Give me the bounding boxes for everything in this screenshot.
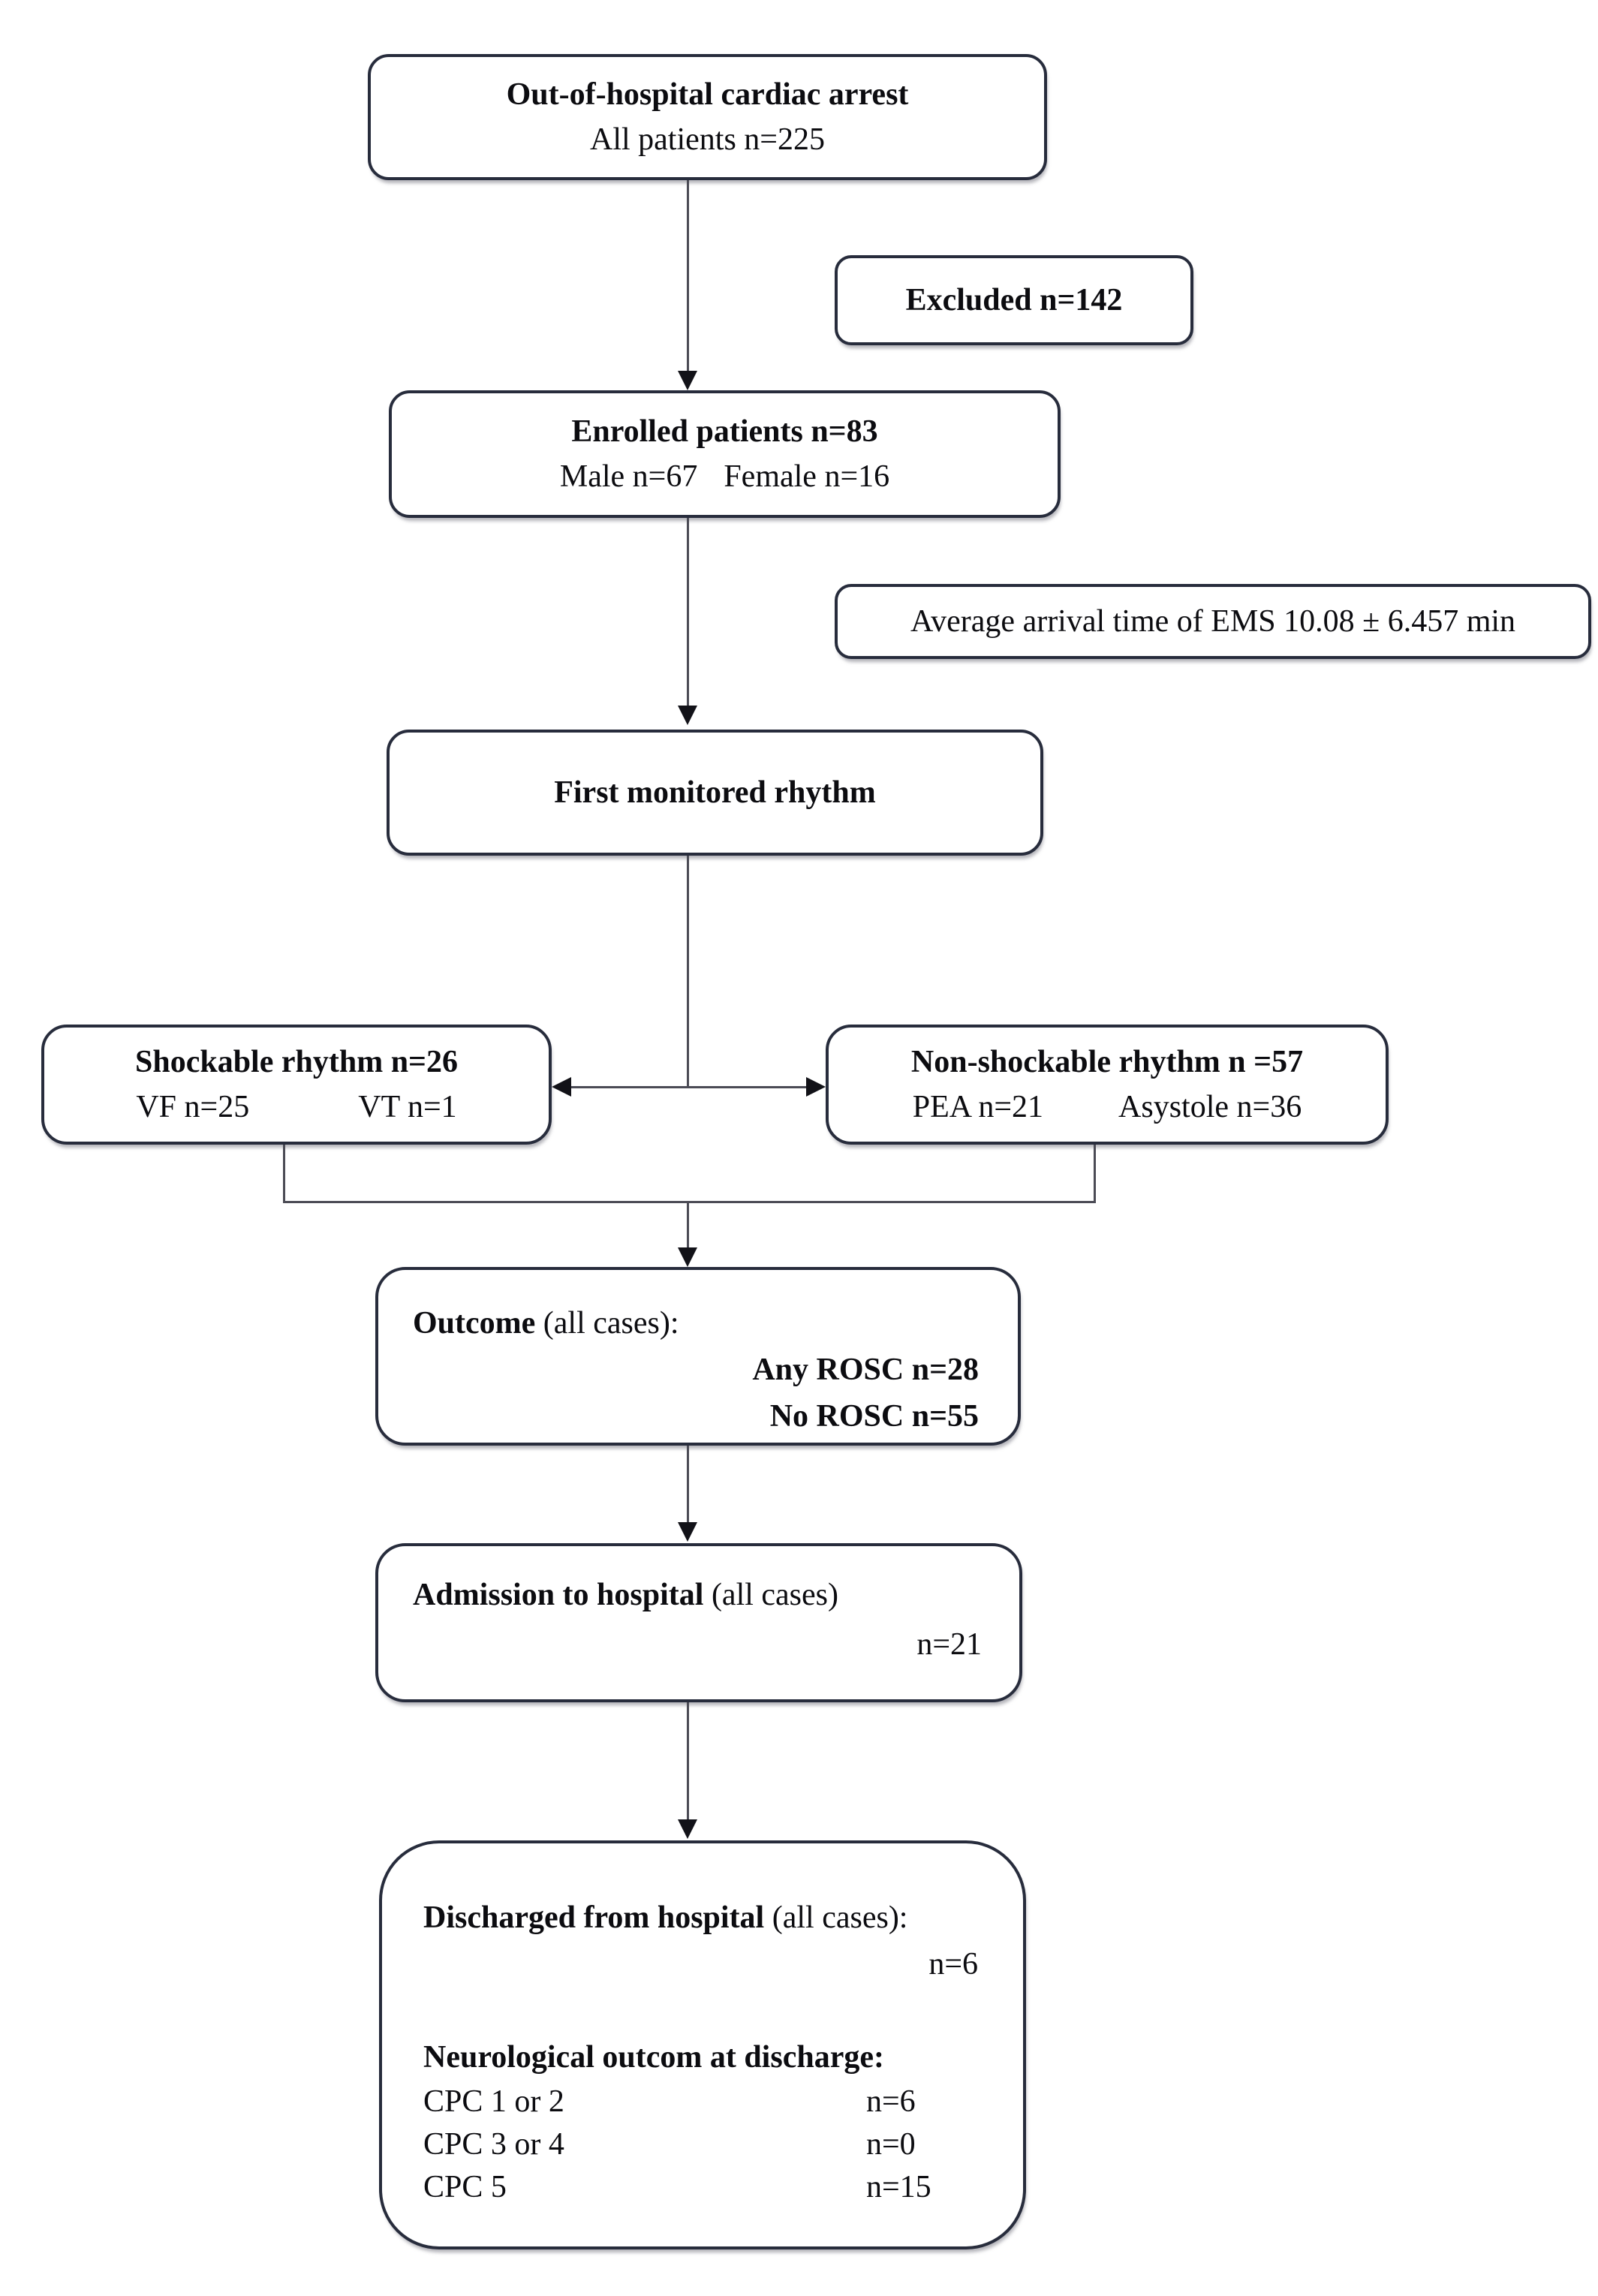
- outcome-title-bold: Outcome: [413, 1306, 536, 1341]
- connector-rhythm-split: [687, 856, 689, 1086]
- box-enrolled: Enrolled patients n=83 Male n=67 Female …: [389, 390, 1061, 518]
- enrolled-sex-breakdown: Male n=67 Female n=16: [560, 454, 889, 499]
- discharged-title: Discharged from hospital (all cases):: [423, 1894, 978, 1941]
- connector-admission-discharged: [687, 1702, 689, 1819]
- cpc-row-value: n=15: [866, 2170, 931, 2204]
- box-ohca: Out-of-hospital cardiac arrest All patie…: [368, 54, 1047, 180]
- ems-note-label: Average arrival time of EMS 10.08 ± 6.45…: [910, 604, 1516, 639]
- enrolled-title: Enrolled patients n=83: [571, 414, 878, 449]
- cpc-row-label: CPC 3 or 4: [423, 2127, 564, 2162]
- cpc-row-value: n=6: [866, 2084, 916, 2119]
- bracket-center-drop: [687, 1201, 689, 1247]
- cpc-row-label: CPC 1 or 2: [423, 2084, 564, 2119]
- cpc-row-label: CPC 5: [423, 2170, 507, 2204]
- cpc-row: CPC 5 n=15: [423, 2166, 978, 2209]
- outcome-any-rosc: Any ROSC n=28: [752, 1353, 979, 1387]
- ohca-subtitle: All patients n=225: [590, 122, 825, 157]
- outcome-title-rest: (all cases):: [535, 1306, 679, 1341]
- non-shockable-asystole: Asystole n=36: [1118, 1090, 1302, 1124]
- shockable-title: Shockable rhythm n=26: [134, 1045, 458, 1079]
- arrowhead-right-non-shockable-icon: [806, 1077, 826, 1097]
- arrowhead-down-outcome-icon: [678, 1247, 697, 1267]
- cpc-row-value: n=0: [866, 2127, 916, 2162]
- neuro-title: Neurological outcom at discharge:: [423, 2040, 884, 2075]
- arrowhead-down-admission-icon: [678, 1522, 697, 1542]
- non-shockable-title: Non-shockable rhythm n =57: [910, 1045, 1304, 1079]
- enrolled-female: Female n=16: [724, 459, 890, 494]
- box-excluded: Excluded n=142: [835, 255, 1193, 345]
- outcome-no-rosc: No ROSC n=55: [769, 1399, 979, 1434]
- box-ems-note: Average arrival time of EMS 10.08 ± 6.45…: [835, 584, 1591, 659]
- arrowhead-left-shockable-icon: [552, 1077, 571, 1097]
- box-admission: Admission to hospital (all cases) n=21: [375, 1543, 1022, 1702]
- bracket-left-drop: [283, 1145, 285, 1202]
- box-first-rhythm: First monitored rhythm: [387, 730, 1043, 856]
- discharged-title-bold: Discharged from hospital: [423, 1900, 765, 1935]
- connector-enrolled-rhythm: [687, 518, 689, 706]
- admission-title-bold: Admission to hospital: [413, 1578, 704, 1612]
- shockable-vf: VF n=25: [136, 1090, 250, 1124]
- ohca-title: Out-of-hospital cardiac arrest: [506, 77, 909, 112]
- non-shockable-breakdown: PEA n=21 Asystole n=36: [913, 1085, 1302, 1130]
- outcome-title: Outcome (all cases):: [413, 1300, 979, 1347]
- admission-title: Admission to hospital (all cases): [413, 1570, 982, 1620]
- cpc-row: CPC 3 or 4 n=0: [423, 2123, 978, 2166]
- enrolled-male: Male n=67: [559, 459, 698, 494]
- arrowhead-down-rhythm-icon: [678, 706, 697, 725]
- admission-title-rest: (all cases): [703, 1578, 839, 1612]
- excluded-label: Excluded n=142: [905, 283, 1123, 317]
- non-shockable-pea: PEA n=21: [912, 1090, 1044, 1124]
- discharged-n: n=6: [928, 1947, 978, 1982]
- bracket-right-drop: [1094, 1145, 1096, 1202]
- discharged-spacer: [423, 1988, 978, 2034]
- admission-n: n=21: [916, 1627, 982, 1662]
- shockable-breakdown: VF n=25 VT n=1: [136, 1085, 456, 1130]
- box-shockable: Shockable rhythm n=26 VF n=25 VT n=1: [41, 1025, 552, 1145]
- first-rhythm-title: First monitored rhythm: [554, 775, 876, 810]
- box-outcome: Outcome (all cases): Any ROSC n=28 No RO…: [375, 1267, 1021, 1446]
- connector-ohca-enrolled: [687, 180, 689, 371]
- shockable-vt: VT n=1: [358, 1090, 457, 1124]
- cpc-row: CPC 1 or 2 n=6: [423, 2081, 978, 2123]
- discharged-title-rest: (all cases):: [764, 1900, 908, 1935]
- arrowhead-down-enrolled-icon: [678, 371, 697, 390]
- split-arrow-line: [571, 1086, 806, 1088]
- bracket-horizontal: [283, 1201, 1096, 1203]
- box-non-shockable: Non-shockable rhythm n =57 PEA n=21 Asys…: [826, 1025, 1389, 1145]
- box-discharged: Discharged from hospital (all cases): n=…: [379, 1840, 1026, 2249]
- arrowhead-down-discharged-icon: [678, 1819, 697, 1839]
- connector-outcome-admission: [687, 1446, 689, 1522]
